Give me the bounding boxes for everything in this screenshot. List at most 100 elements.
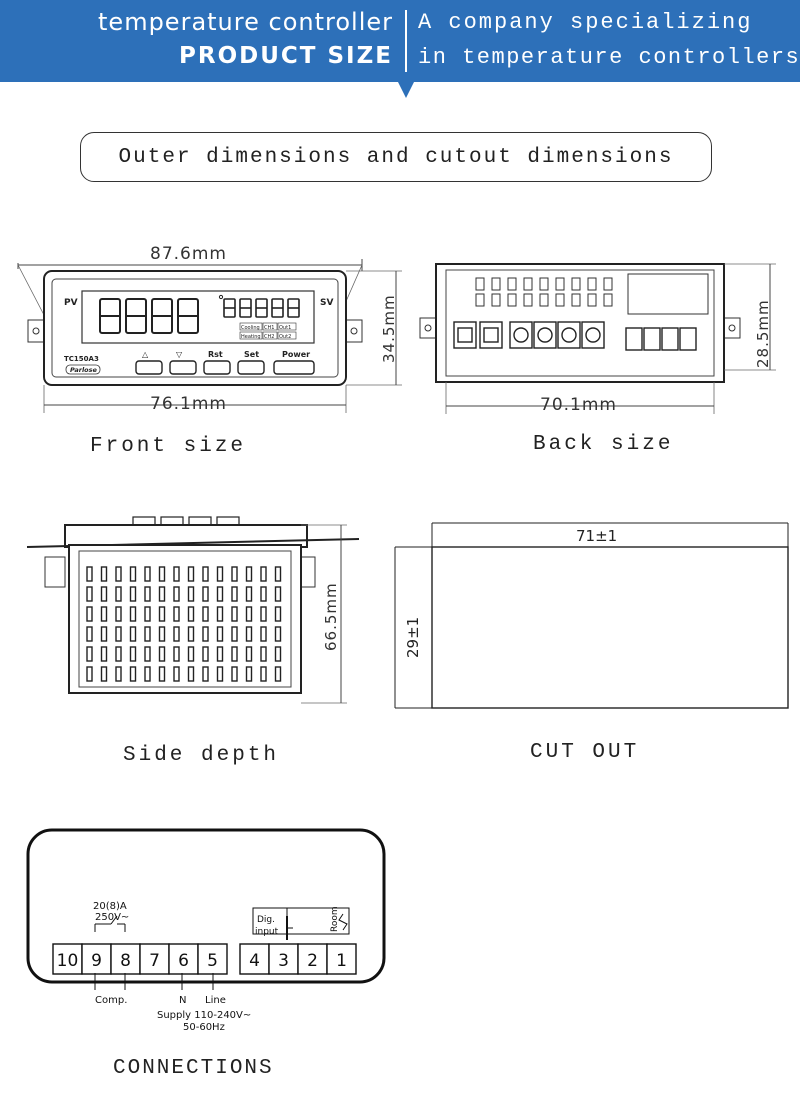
svg-text:CH1: CH1: [264, 325, 274, 331]
vent-slot: [231, 646, 238, 662]
vent-slot: [129, 666, 137, 682]
side-vents: [86, 566, 282, 682]
vent-slot: [158, 606, 166, 622]
terminal-10: [52, 943, 83, 975]
vent-slot: [173, 606, 180, 622]
vent-slot: [100, 586, 108, 602]
terminal-number: 8: [120, 951, 131, 971]
svg-text:Heating: Heating: [241, 334, 261, 340]
rst-button[interactable]: [203, 360, 231, 375]
vent-slot: [115, 566, 122, 582]
terminal-number: 5: [207, 951, 218, 971]
supply-label-2: 50-60Hz: [183, 1022, 225, 1033]
terminal-number: 3: [278, 951, 289, 971]
side-view-drawing: 66.5mm: [26, 516, 360, 704]
vent-slot: [216, 606, 224, 622]
terminal-3: [268, 943, 299, 975]
vent-slot: [231, 586, 238, 602]
vent-slot: [144, 626, 151, 642]
terminal-number: 9: [91, 951, 102, 971]
supply-label-1: Supply 110-240V~: [157, 1010, 251, 1021]
vent-slot: [260, 566, 267, 582]
vent-slot: [245, 626, 253, 642]
vent-slot: [158, 566, 166, 582]
cutout-drawing: 71±1 29±1: [394, 522, 789, 709]
vent-slot: [173, 566, 180, 582]
vent-slot: [86, 666, 93, 682]
vent-slot: [100, 566, 108, 582]
vent-slot: [144, 586, 151, 602]
connections-caption: CONNECTIONS: [113, 1057, 274, 1080]
vent-slot: [158, 646, 166, 662]
vent-slot: [158, 666, 166, 682]
vent-slot: [245, 566, 253, 582]
vent-slot: [86, 586, 93, 602]
terminal-number: 7: [149, 951, 160, 971]
cutout-caption: CUT OUT: [530, 741, 640, 764]
vent-slot: [144, 606, 151, 622]
back-vents: [475, 273, 709, 315]
model-label: TC150A3: [64, 355, 99, 363]
terminal-7: [139, 943, 170, 975]
terminal-4: [239, 943, 270, 975]
vent-slot: [216, 586, 224, 602]
terminal-number: 2: [307, 951, 318, 971]
page-subtitle: PRODUCT SIZE: [179, 43, 393, 69]
neutral-label: N: [179, 995, 186, 1006]
vent-slot: [129, 626, 137, 642]
vent-slot: [231, 666, 238, 682]
header-banner: [0, 0, 800, 82]
vent-slot: [86, 566, 93, 582]
comp-label: Comp.: [95, 995, 127, 1006]
header-pointer: [397, 80, 415, 98]
vent-slot: [173, 666, 180, 682]
button-up-label: △: [142, 350, 149, 359]
up-button[interactable]: [135, 360, 163, 375]
svg-text:Out1: Out1: [279, 325, 291, 331]
indicator-labels: Cooling CH1 Out1 Heating CH2 Out2: [239, 322, 297, 340]
vent-slot: [158, 626, 166, 642]
vent-slot: [260, 666, 267, 682]
section-title: Outer dimensions and cutout dimensions: [80, 132, 712, 182]
vent-slot: [274, 646, 282, 662]
vent-slot: [158, 586, 166, 602]
svg-text:Out2: Out2: [279, 334, 291, 340]
vent-slot: [274, 606, 282, 622]
terminal-number: 4: [249, 951, 260, 971]
vent-slot: [129, 646, 137, 662]
vent-slot: [245, 606, 253, 622]
vent-slot: [260, 646, 267, 662]
vent-slot: [100, 666, 108, 682]
vent-slot: [115, 646, 122, 662]
vent-slot: [100, 606, 108, 622]
vent-slot: [173, 586, 180, 602]
relay-rating-2: 250V~: [95, 912, 129, 923]
vent-slot: [187, 586, 195, 602]
front-width-bottom-label: 76.1mm: [150, 394, 227, 414]
brand-title: temperature controller: [98, 8, 393, 36]
back-width-label: 70.1mm: [540, 395, 617, 415]
power-button[interactable]: [273, 360, 315, 375]
down-button[interactable]: [169, 360, 197, 375]
vent-slot: [144, 666, 151, 682]
vent-slot: [274, 626, 282, 642]
vent-slot: [202, 666, 209, 682]
terminal-6: [168, 943, 199, 975]
svg-text:Cooling: Cooling: [241, 325, 260, 331]
vent-slot: [274, 666, 282, 682]
line-label: Line: [205, 995, 226, 1006]
vent-slot: [231, 566, 238, 582]
vent-slot: [115, 626, 122, 642]
set-button[interactable]: [237, 360, 265, 375]
side-depth-label: 66.5mm: [322, 582, 340, 651]
sv-digits: [223, 298, 300, 318]
vent-slot: [260, 606, 267, 622]
vent-slot: [187, 646, 195, 662]
terminal-number: 6: [178, 951, 189, 971]
vent-slot: [173, 626, 180, 642]
tagline-line-1: A company specializing: [418, 10, 753, 35]
vent-slot: [216, 566, 224, 582]
brand-mark: Parlose: [70, 366, 98, 374]
vent-slot: [231, 626, 238, 642]
